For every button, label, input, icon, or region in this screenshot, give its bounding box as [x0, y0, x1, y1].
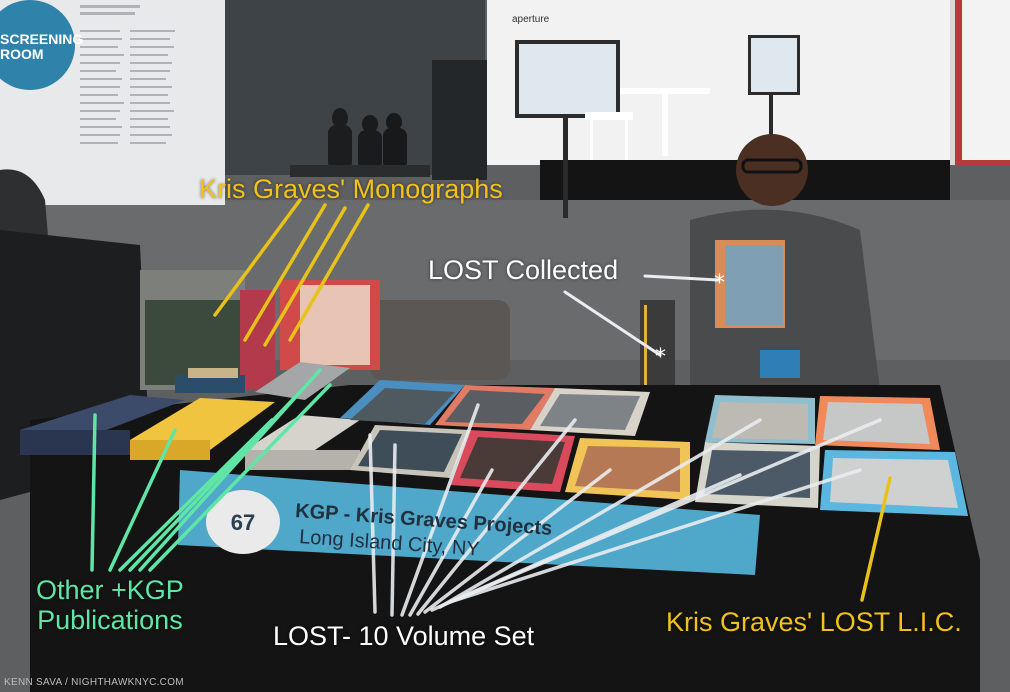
door-panel — [962, 0, 1010, 160]
lost-volume — [540, 394, 640, 430]
screening-room-sign: SCREENING ROOM — [0, 31, 84, 62]
lost-volume — [445, 390, 545, 424]
monitor-right-screen — [751, 38, 797, 92]
asterisk-marker: * — [655, 345, 666, 370]
chair-back — [370, 300, 510, 380]
monographs-pointer-lines — [213, 198, 370, 347]
person-silhouette — [328, 125, 352, 170]
person-silhouette — [386, 113, 402, 131]
book-flat-grey-stack — [245, 450, 360, 470]
monitor-left-screen — [519, 44, 616, 114]
stage-chair-leg — [590, 120, 593, 160]
lost-lic-label: Kris Graves' LOST L.I.C. — [666, 607, 962, 637]
bench — [290, 165, 430, 177]
stage-chair-leg — [625, 120, 628, 160]
book-flat-blue-stack — [20, 430, 130, 455]
lost-lic-book — [830, 458, 958, 508]
other-publications-line2: Publications — [37, 604, 183, 635]
other-publications-line1: Other +KGP — [36, 575, 184, 605]
book-flat-yellow — [130, 398, 275, 450]
corridor-pillar — [432, 60, 487, 180]
lost-volume — [358, 430, 462, 472]
table-prop — [175, 375, 245, 393]
lost-volume — [460, 437, 565, 484]
book-flat-small — [255, 362, 350, 400]
standing-book-stack — [644, 305, 647, 405]
book-flat-blue — [20, 395, 185, 440]
book-flat-yellow-stack — [130, 440, 210, 460]
stage-table — [620, 88, 710, 94]
man-glasses — [741, 158, 803, 174]
lost-volume — [350, 388, 455, 424]
asterisk-marker: * — [714, 271, 725, 296]
table-prop — [188, 368, 238, 378]
booth-number: 67 — [230, 510, 256, 535]
man-badge — [760, 350, 800, 378]
man-head — [736, 134, 808, 206]
poster-text-lines — [80, 5, 175, 144]
stage-chair — [585, 112, 633, 120]
booth-number-circle — [206, 490, 280, 554]
aperture-logo-text: aperture — [512, 14, 550, 25]
person-silhouette — [362, 115, 378, 133]
other-publications-label: Other +KGP Publications — [36, 575, 184, 635]
lic-pointer-line — [860, 476, 892, 602]
monitor-stand — [769, 95, 773, 135]
screening-room-circle — [0, 0, 75, 90]
monitor-stand — [563, 118, 568, 218]
stage-table-leg — [662, 94, 668, 156]
lost-collected-pointer-lines — [563, 274, 720, 357]
person-silhouette — [383, 128, 407, 170]
photo-credit: KENN SAVA / NIGHTHAWKNYC.COM — [4, 677, 184, 688]
person-silhouette — [332, 108, 348, 128]
book-girl-face — [300, 285, 370, 365]
monographs-label: Kris Graves' Monographs — [199, 174, 503, 204]
ten-volume-pointer-lines — [368, 403, 882, 617]
book-flat-grey — [245, 415, 360, 460]
lost-collected-label: LOST Collected — [428, 255, 619, 285]
held-book-cover — [725, 245, 783, 325]
other-publications-pointer-lines — [90, 368, 332, 572]
person-silhouette — [358, 130, 382, 170]
ten-volume-set-label: LOST- 10 Volume Set — [273, 621, 535, 651]
